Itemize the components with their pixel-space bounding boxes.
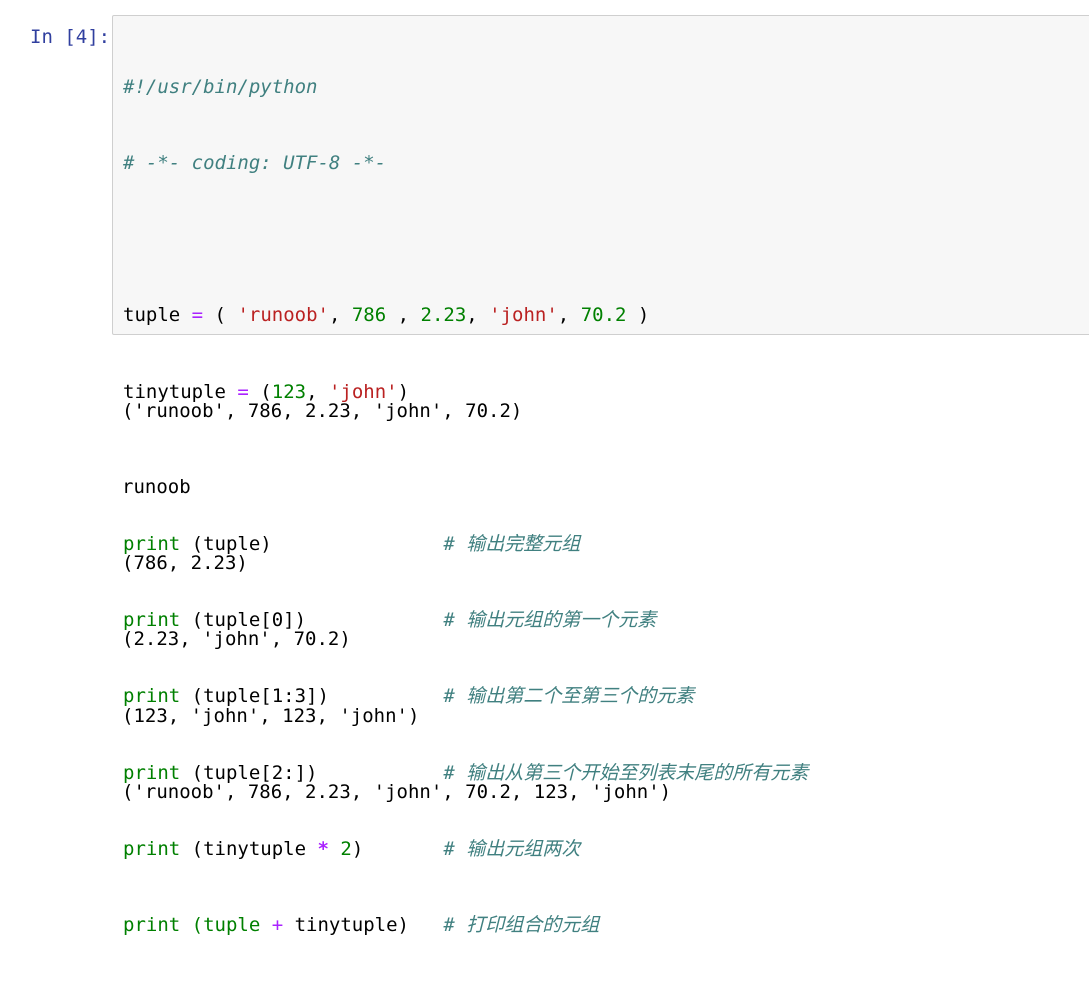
whitespace [409, 914, 443, 936]
comma: , [328, 304, 352, 327]
print-args: (tuple [180, 914, 272, 937]
number-literal: 123 [271, 380, 307, 403]
string-literal: 'john' [328, 380, 398, 403]
number-literal: 2 [340, 837, 352, 860]
print-keyword: print [123, 914, 181, 937]
whitespace [363, 838, 443, 860]
assign-operator: = [237, 380, 249, 403]
output-line: (2.23, 'john', 70.2) [122, 628, 351, 651]
cell-output: ('runoob', 786, 2.23, 'john', 70.2) runo… [122, 348, 671, 831]
output-line: ('runoob', 786, 2.23, 'john', 70.2) [122, 399, 523, 422]
output-line: ('runoob', 786, 2.23, 'john', 70.2, 123,… [122, 780, 672, 803]
code-line-coding: # -*- coding: UTF-8 -*- [123, 152, 387, 175]
print-args: (tinytuple [180, 837, 318, 860]
whitespace [329, 838, 340, 860]
paren-open: ( [203, 304, 238, 327]
comma: , [557, 304, 581, 327]
code-comment: # 输出元组两次 [443, 837, 581, 860]
string-literal: 'runoob' [237, 304, 329, 327]
variable-name: tinytuple [123, 380, 226, 403]
input-prompt: In [4]: [30, 26, 111, 48]
output-line: (123, 'john', 123, 'john') [122, 704, 420, 727]
comma: , [466, 304, 490, 327]
string-literal: 'john' [489, 304, 558, 327]
paren-open: ( [248, 380, 272, 403]
number-literal: 786 [351, 304, 387, 327]
code-line-print: print (tuple + tinytuple) # 打印组合的元组 [123, 913, 808, 938]
code-line-tinytuple: tinytuple = (123, 'john') [123, 380, 808, 405]
paren-close: ) [626, 304, 650, 327]
number-literal: 2.23 [420, 304, 467, 327]
plus-operator: + [271, 914, 284, 937]
number-literal: 70.2 [580, 304, 627, 327]
code-line-blank [123, 227, 808, 252]
output-line: (786, 2.23) [122, 552, 248, 575]
output-line: runoob [122, 476, 191, 499]
multiply-operator: * [317, 837, 329, 860]
print-keyword: print [123, 837, 181, 860]
paren-close: ) [397, 380, 410, 403]
code-cell[interactable]: #!/usr/bin/python # -*- coding: UTF-8 -*… [112, 15, 1089, 936]
paren-close: ) [351, 837, 364, 860]
code-line-print: print (tinytuple * 2) # 输出元组两次 [123, 837, 808, 862]
code-comment: # 打印组合的元组 [443, 914, 600, 937]
assign-operator: = [191, 304, 204, 327]
code-line-tuple: tuple = ( 'runoob', 786 , 2.23, 'john', … [123, 303, 808, 328]
variable-name: tuple [123, 304, 181, 327]
comma: , [386, 304, 421, 327]
code-line-shebang: #!/usr/bin/python [123, 75, 318, 98]
print-args: tinytuple) [283, 914, 410, 937]
comma: , [306, 380, 329, 403]
